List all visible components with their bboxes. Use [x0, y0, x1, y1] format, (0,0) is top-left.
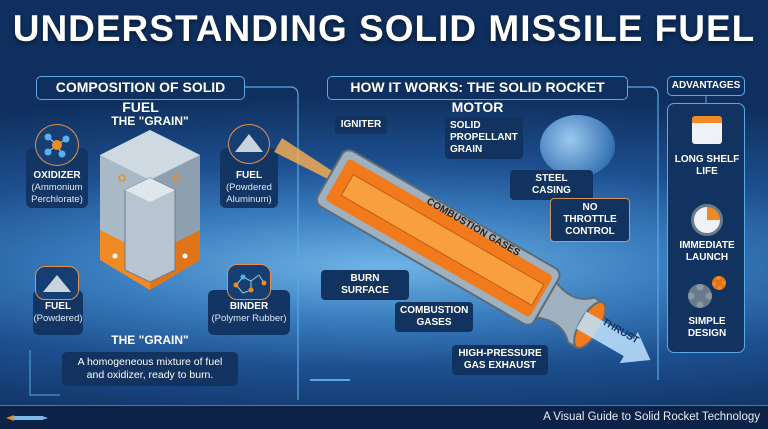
- molecule-icon: [35, 124, 79, 166]
- igniter-label: IGNITER: [335, 116, 387, 134]
- throttle-label: NO THROTTLE CONTROL: [550, 198, 630, 242]
- gears-icon: [688, 284, 712, 308]
- earth-icon: [540, 115, 615, 177]
- calendar-icon: [692, 116, 722, 144]
- exhaust-label: HIGH-PRESSURE GAS EXHAUST: [452, 345, 548, 375]
- casing-label: STEEL CASING: [510, 170, 593, 200]
- stopwatch-icon: [691, 204, 723, 236]
- combustion-gases-label: COMBUSTION GASES: [395, 302, 473, 332]
- polymer-chain-icon: [227, 264, 271, 300]
- igniter-flame: [274, 138, 341, 184]
- fuel-powdered-name: FUEL: [44, 301, 72, 312]
- fuel-aluminum-name: FUEL: [235, 170, 263, 181]
- advantage-immediate-launch: IMMEDIATE LAUNCH: [679, 240, 735, 263]
- fuel-aluminum-card: FUEL (Powdered Aluminum): [220, 148, 278, 208]
- rocket-icon: [6, 415, 48, 421]
- footer-caption: A Visual Guide to Solid Rocket Technolog…: [543, 411, 760, 423]
- grain-label-top: THE "GRAIN": [111, 114, 189, 128]
- composition-header: COMPOSITION OF SOLID FUEL: [36, 76, 245, 115]
- advantage-simple-design: SIMPLE DESIGN: [687, 316, 727, 339]
- grain-cube: [100, 130, 200, 290]
- oxidizer-name: OXIDIZER: [33, 170, 81, 181]
- binder-detail: (Polymer Rubber): [211, 313, 287, 324]
- advantage-long-shelf-life: LONG SHELF LIFE: [674, 154, 740, 177]
- oxidizer-detail: (Ammonium Perchlorate): [31, 182, 83, 205]
- motor-header: HOW IT WORKS: THE SOLID ROCKET MOTOR: [327, 76, 628, 115]
- footer-bar: A Visual Guide to Solid Rocket Technolog…: [0, 405, 768, 429]
- thrust-arrow: [576, 311, 651, 364]
- small-gear-icon: [712, 276, 726, 290]
- grain-label: SOLID PROPELLANT GRAIN: [445, 117, 523, 159]
- advantages-panel: LONG SHELF LIFE IMMEDIATE LAUNCH SIMPLE …: [667, 103, 745, 353]
- fuel-powdered-detail: (Powdered): [33, 313, 83, 324]
- fuel-aluminum-detail: (Powdered Aluminum): [226, 182, 272, 205]
- grain-description: A homogeneous mixture of fuel and oxidiz…: [62, 352, 238, 386]
- grain-label-bottom: THE "GRAIN": [111, 333, 189, 347]
- burn-surface-label: BURN SURFACE: [321, 270, 409, 300]
- page-title: UNDERSTANDING SOLID MISSILE FUEL: [12, 8, 756, 49]
- powder-pile-icon: [228, 124, 270, 164]
- binder-name: BINDER: [229, 301, 269, 312]
- advantages-header: ADVANTAGES: [667, 76, 745, 96]
- powder-pile-icon: [35, 266, 79, 300]
